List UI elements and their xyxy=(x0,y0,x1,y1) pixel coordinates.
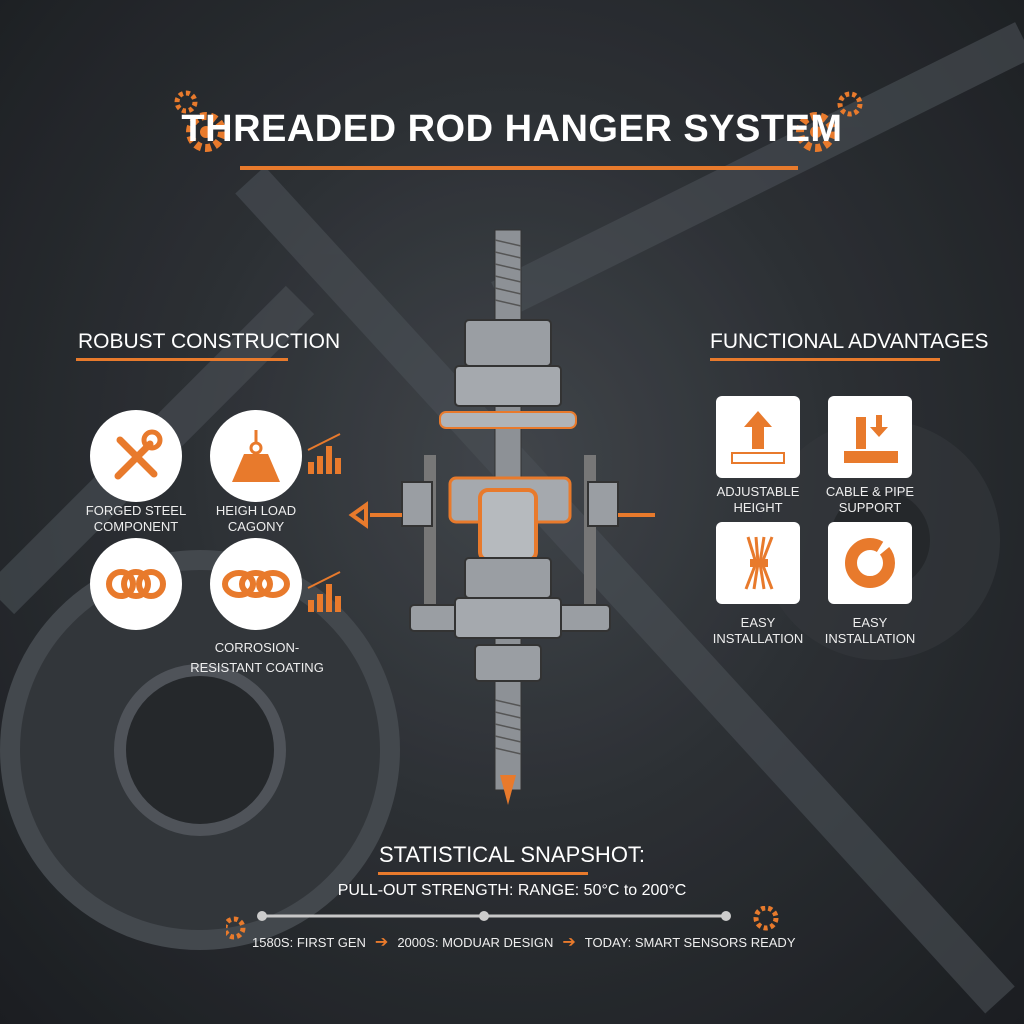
arrow-up-ruler-icon xyxy=(731,411,785,464)
feature-forged-steel xyxy=(90,410,182,502)
feature-load-capacity xyxy=(210,410,302,502)
chain-links-icon xyxy=(106,569,166,599)
robust-construction-heading: ROBUST CONSTRUCTION xyxy=(78,330,341,353)
weight-icon xyxy=(232,430,280,482)
advantage-easy-installation-2 xyxy=(828,522,912,604)
functional-advantages-heading: FUNCTIONAL ADVANTAGES xyxy=(710,330,989,353)
title-underline xyxy=(240,166,798,170)
arrow-right-icon: ➔ xyxy=(374,934,389,951)
donut-chart-icon xyxy=(845,538,895,588)
snapshot-subtitle: PULL-OUT STRENGTH: RANGE: 50°C to 200°C xyxy=(337,882,687,899)
snapshot-heading: STATISTICAL SNAPSHOT: xyxy=(378,842,646,867)
arrow-down-ruler-icon xyxy=(844,415,898,463)
gear-icon xyxy=(174,90,226,152)
cable-bundle-icon xyxy=(744,536,774,590)
bar-chart-icon xyxy=(307,433,341,474)
timeline-track xyxy=(226,906,779,940)
feature-chain xyxy=(90,538,182,630)
chain-links-icon xyxy=(222,570,290,598)
advantage-easy-installation xyxy=(716,522,800,604)
timeline-item: TODAY: SMART SENSORS READY xyxy=(584,934,796,950)
advantage-label: CABLE & PIPE SUPPORT xyxy=(825,484,915,515)
advantage-label: EASY INSTALLATION xyxy=(824,615,916,646)
arrow-right-icon: ➔ xyxy=(562,934,576,951)
advantage-label: EASY INSTALLATION xyxy=(712,615,804,646)
snapshot-underline xyxy=(378,872,588,875)
heading-underline xyxy=(710,358,940,361)
feature-label: HEIGH LOAD CAGONY xyxy=(215,503,297,534)
timeline-item: 1580S: FIRST GEN xyxy=(252,934,366,950)
feature-label: FORGED STEEL COMPONENT xyxy=(85,503,187,534)
advantage-cable-pipe-support xyxy=(828,396,912,478)
gear-icon xyxy=(796,91,863,152)
advantage-adjustable-height xyxy=(716,396,800,478)
feature-corrosion-resistant xyxy=(210,538,302,630)
timeline: 1580S: FIRST GEN ➔ 2000S: MODUAR DESIGN … xyxy=(252,932,796,952)
page-title: THREADED ROD HANGER SYSTEM xyxy=(181,108,843,150)
heading-underline xyxy=(76,358,288,361)
timeline-item: 2000S: MODUAR DESIGN xyxy=(397,934,554,950)
advantage-label: ADJUSTABLE HEIGHT xyxy=(716,484,800,515)
feature-label: CORROSION-RESISTANT COATING xyxy=(190,640,324,675)
threaded-rod-hanger-illustration xyxy=(348,229,655,805)
wrench-screwdriver-icon xyxy=(114,429,163,480)
bar-chart-icon xyxy=(307,571,341,612)
